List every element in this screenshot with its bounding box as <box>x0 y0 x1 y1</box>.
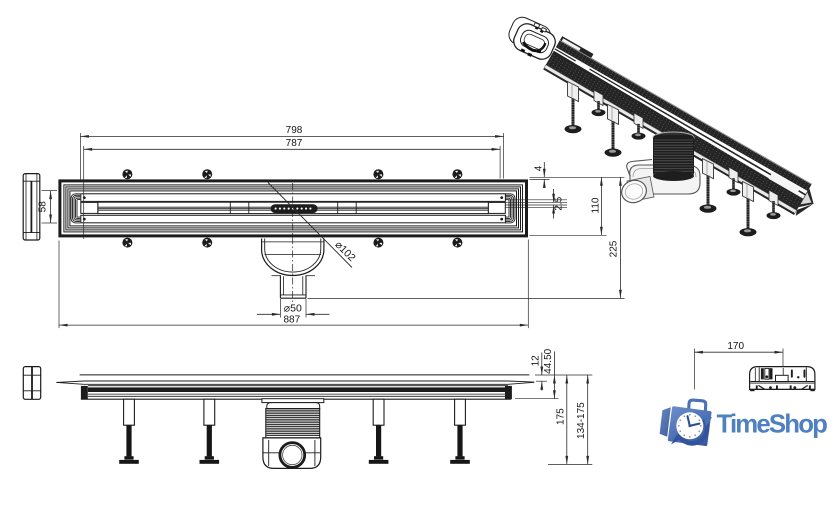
svg-text:TimeShop: TimeShop <box>717 410 828 438</box>
svg-text:887: 887 <box>283 315 300 326</box>
svg-text:110: 110 <box>591 197 602 213</box>
svg-text:2.5: 2.5 <box>553 196 564 210</box>
svg-text:⌀50: ⌀50 <box>284 302 302 314</box>
svg-text:170: 170 <box>727 341 744 352</box>
svg-text:225: 225 <box>609 240 620 257</box>
svg-text:787: 787 <box>286 138 303 149</box>
svg-text:4: 4 <box>534 165 545 171</box>
svg-text:12: 12 <box>531 355 542 367</box>
svg-text:175: 175 <box>556 408 567 425</box>
svg-text:798: 798 <box>286 125 303 136</box>
svg-text:134-175: 134-175 <box>576 402 587 439</box>
svg-text:58: 58 <box>38 201 49 213</box>
svg-text:44.50: 44.50 <box>543 348 554 373</box>
